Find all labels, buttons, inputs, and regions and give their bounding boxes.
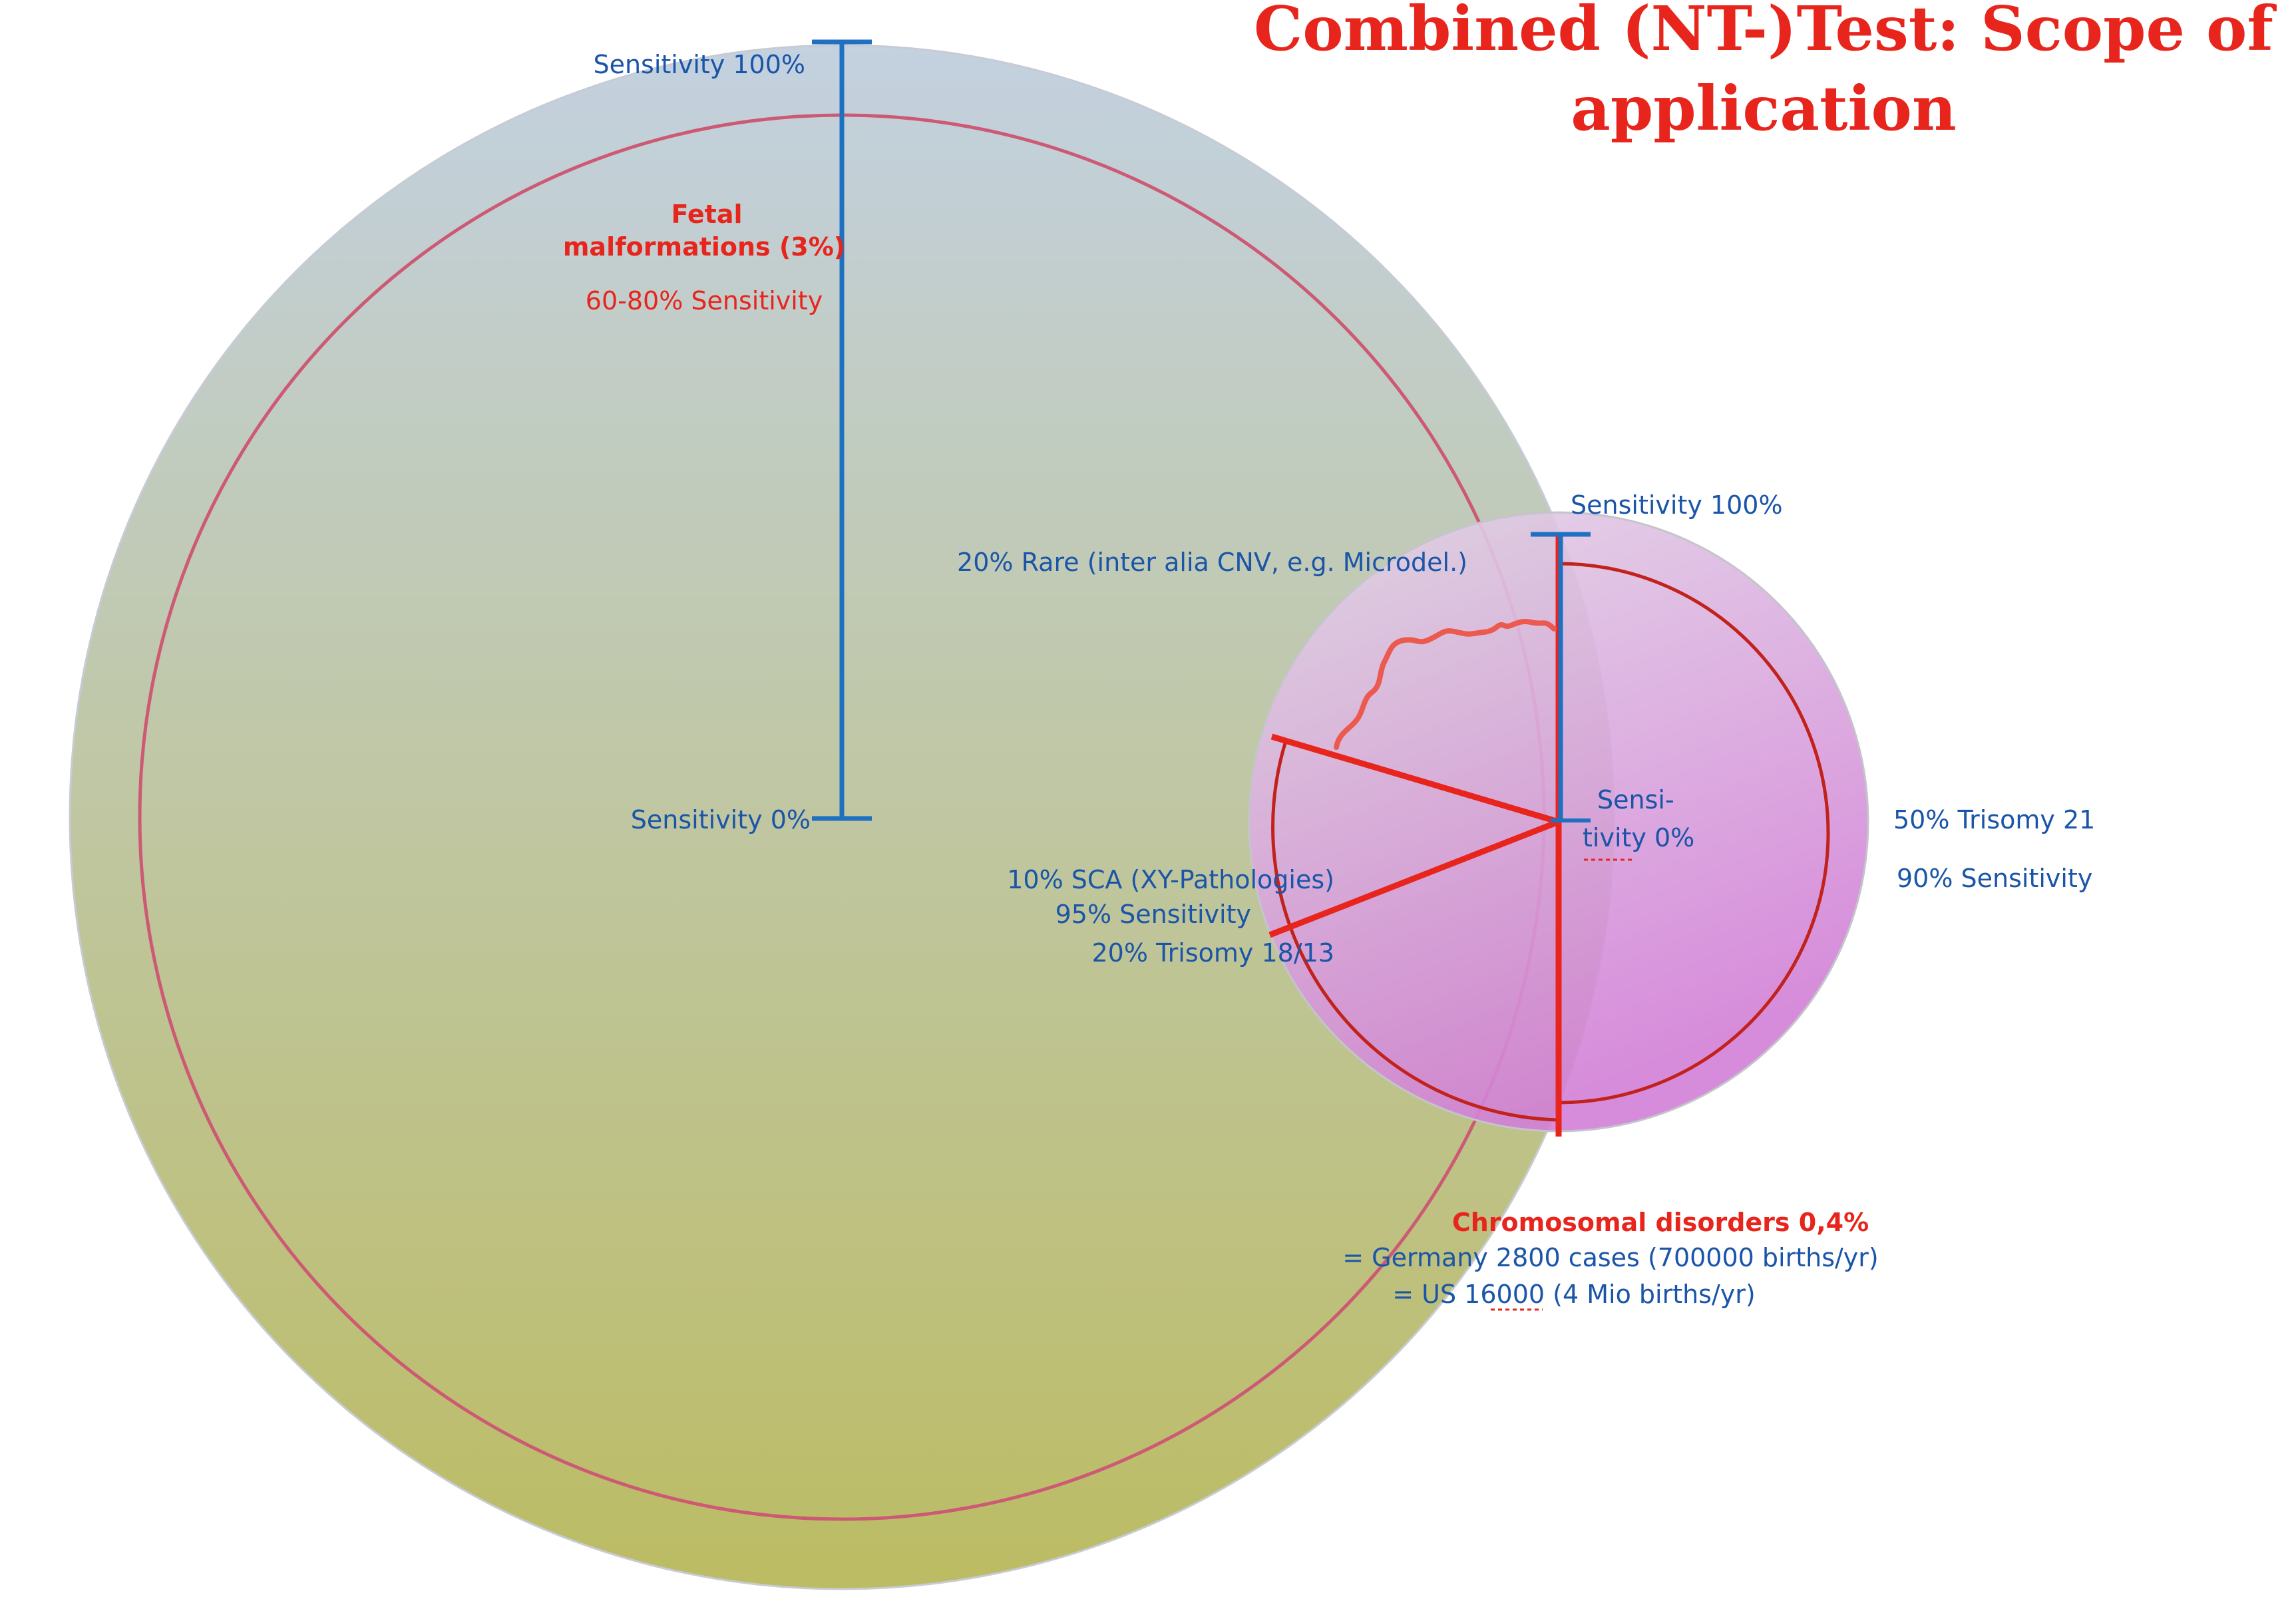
title-line-1: Combined (NT-)Test: Scope of: [1254, 0, 2277, 65]
segment-rare-label: 20% Rare (inter alia CNV, e.g. Microdel.…: [957, 548, 1467, 577]
small-scale-bottom-label-1: Sensi-: [1597, 785, 1674, 814]
chromosomal-germany: = Germany 2800 cases (700000 births/yr): [1342, 1243, 1878, 1272]
fetal-malformations-heading-1: Fetal: [671, 200, 742, 229]
segment-trisomy21-label: 50% Trisomy 21: [1893, 805, 2095, 834]
trisomy21-ring-arc: [1558, 562, 1830, 1105]
segment-sca-label: 10% SCA (XY-Pathologies): [1007, 865, 1334, 894]
chromosomal-us: = US 16000 (4 Mio births/yr): [1392, 1280, 1755, 1309]
large-scale-bottom-label: Sensitivity 0%: [631, 805, 811, 834]
segment-trisomy21-sensitivity: 90% Sensitivity: [1897, 864, 2092, 893]
sca-trisomy-ring-arc: [1271, 743, 1559, 1122]
rare-wavy-boundary: [1334, 618, 1557, 750]
fetal-malformations-sensitivity: 60-80% Sensitivity: [586, 286, 823, 315]
small-scale-bottom-label-2: tivity 0%: [1583, 823, 1694, 852]
chromosomal-heading: Chromosomal disorders 0,4%: [1452, 1208, 1869, 1237]
fetal-malformations-heading-2: malformations (3%): [563, 232, 845, 262]
segment-sca-sensitivity: 95% Sensitivity: [1055, 900, 1251, 929]
sector-line-upper-left: [1270, 733, 1560, 825]
large-scale-top-label: Sensitivity 100%: [593, 50, 805, 79]
segment-trisomy1813-label: 20% Trisomy 18/13: [1092, 938, 1335, 968]
small-scale-top-label: Sensitivity 100%: [1571, 490, 1783, 520]
sector-line-lower-left: [1268, 818, 1560, 938]
title-line-2: application: [1571, 73, 1957, 144]
